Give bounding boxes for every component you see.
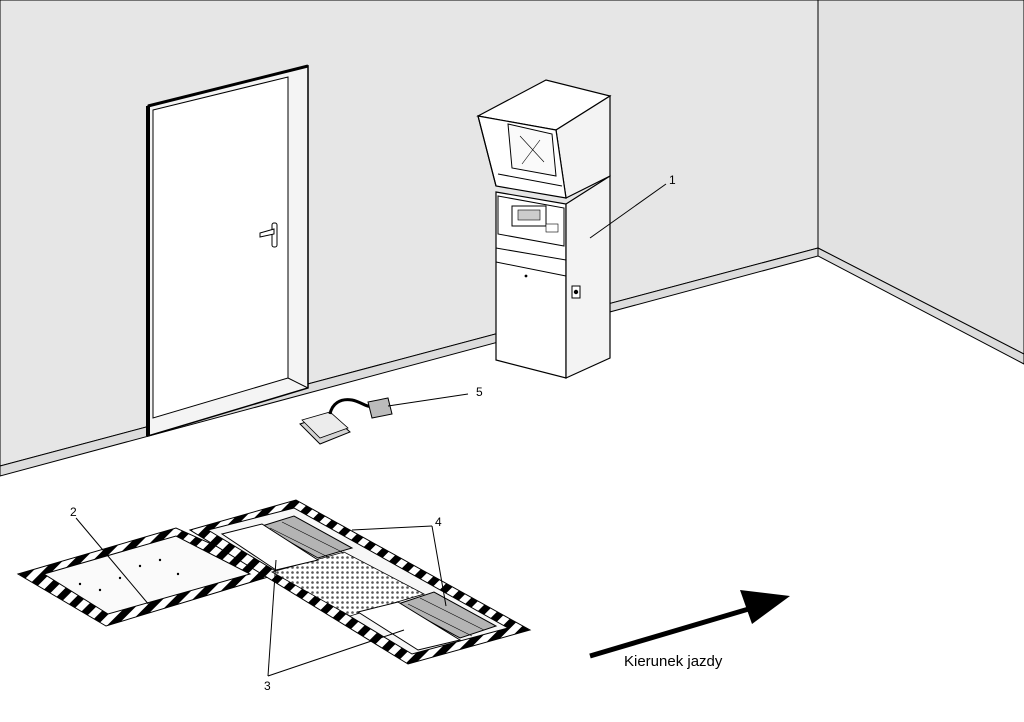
callout-2: 2 — [70, 505, 77, 519]
cabinet-screen — [507, 123, 557, 177]
roller-bench — [188, 499, 532, 665]
cabinet-side — [565, 174, 611, 379]
control-cabinet — [476, 79, 612, 379]
leader-lines — [75, 183, 667, 677]
plate-rear — [220, 523, 320, 571]
cabinet-lock-icon — [571, 285, 581, 299]
bench-grid — [270, 551, 426, 617]
right-wall — [817, 0, 1024, 355]
door-leaf — [152, 76, 289, 419]
direction-label: Kierunek jazdy — [624, 653, 723, 670]
roller-rear — [260, 515, 354, 559]
plate-front — [356, 601, 462, 651]
door — [146, 64, 309, 438]
callout-1: 1 — [669, 173, 676, 187]
roller-front — [396, 591, 498, 639]
remote-cable — [328, 398, 375, 415]
callout-3: 3 — [264, 679, 271, 693]
callout-5: 5 — [476, 385, 483, 399]
remote-connector — [367, 397, 393, 419]
remote-control — [299, 397, 393, 445]
callout-4: 4 — [435, 515, 442, 529]
skirting-right — [817, 247, 1024, 365]
direction-arrow-icon — [589, 590, 790, 659]
platform-left-plate — [42, 535, 252, 615]
printer-icon — [511, 205, 559, 233]
door-handle-icon — [259, 222, 278, 248]
